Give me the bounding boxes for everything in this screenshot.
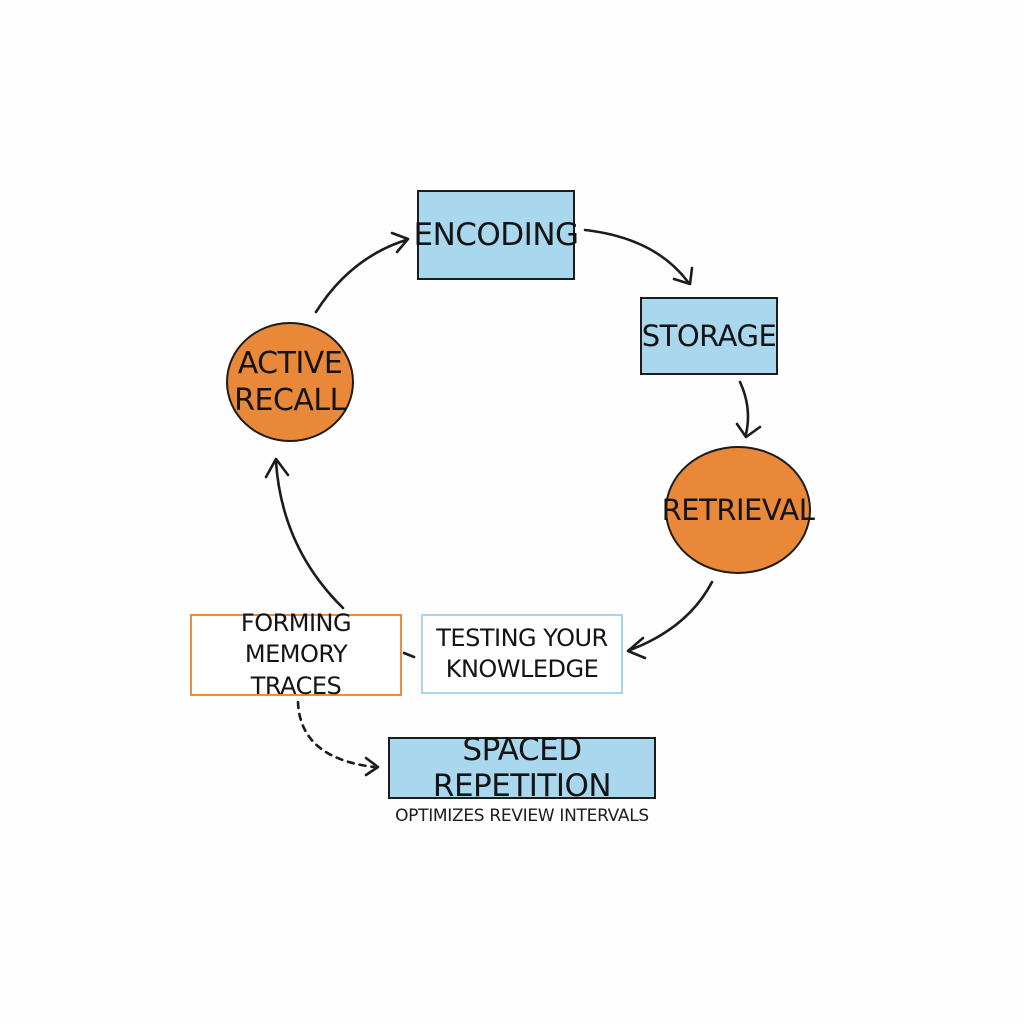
retrieval-node: RETRIEVAL <box>662 446 815 574</box>
testing-label-line2: KNOWLEDGE <box>445 655 599 683</box>
active-recall-label-line1: ACTIVE <box>237 345 343 381</box>
forming-label-line2: TRACES <box>250 671 342 700</box>
arrowhead-forming-to-spaced <box>364 756 380 777</box>
arrowhead-forming-to-active-recall <box>264 457 290 479</box>
testing-label-line1: TESTING YOUR <box>436 623 608 652</box>
storage-label: STORAGE <box>641 319 777 353</box>
arrow-active-recall-to-encoding <box>314 238 408 314</box>
arrow-encoding-to-storage <box>583 228 690 284</box>
arrowhead-retrieval-to-testing <box>626 636 647 660</box>
arrow-forming-to-active-recall <box>274 460 345 610</box>
storage-node: STORAGE <box>640 297 778 375</box>
forming-memory-traces-node: FORMING MEMORY TRACES <box>190 609 402 700</box>
active-recall-node: ACTIVE RECALL <box>226 322 354 442</box>
spaced-repetition-node: SPACED REPETITION <box>388 732 656 804</box>
testing-your-knowledge-node: TESTING YOUR KNOWLEDGE <box>421 614 623 694</box>
arrowhead-storage-to-retrieval <box>735 422 762 439</box>
encoding-label: ENCODING <box>413 217 579 253</box>
active-recall-label-line2: RECALL <box>234 383 346 418</box>
arrow-retrieval-to-testing <box>628 580 714 652</box>
arrowhead-encoding-to-storage <box>672 266 694 286</box>
forming-label-line1: FORMING MEMORY <box>240 609 352 669</box>
retrieval-label: RETRIEVAL <box>661 493 815 527</box>
encoding-node: ENCODING <box>413 190 579 280</box>
spaced-repetition-label: SPACED REPETITION <box>432 732 612 804</box>
arrow-storage-to-retrieval <box>738 380 750 436</box>
connector-testing-to-forming <box>402 651 416 659</box>
arrowhead-active-recall-to-encoding <box>390 231 410 254</box>
spaced-repetition-caption: OPTIMIZES REVIEW INTERVALS <box>395 806 649 826</box>
dashed-arrow-forming-to-spaced <box>296 700 376 769</box>
